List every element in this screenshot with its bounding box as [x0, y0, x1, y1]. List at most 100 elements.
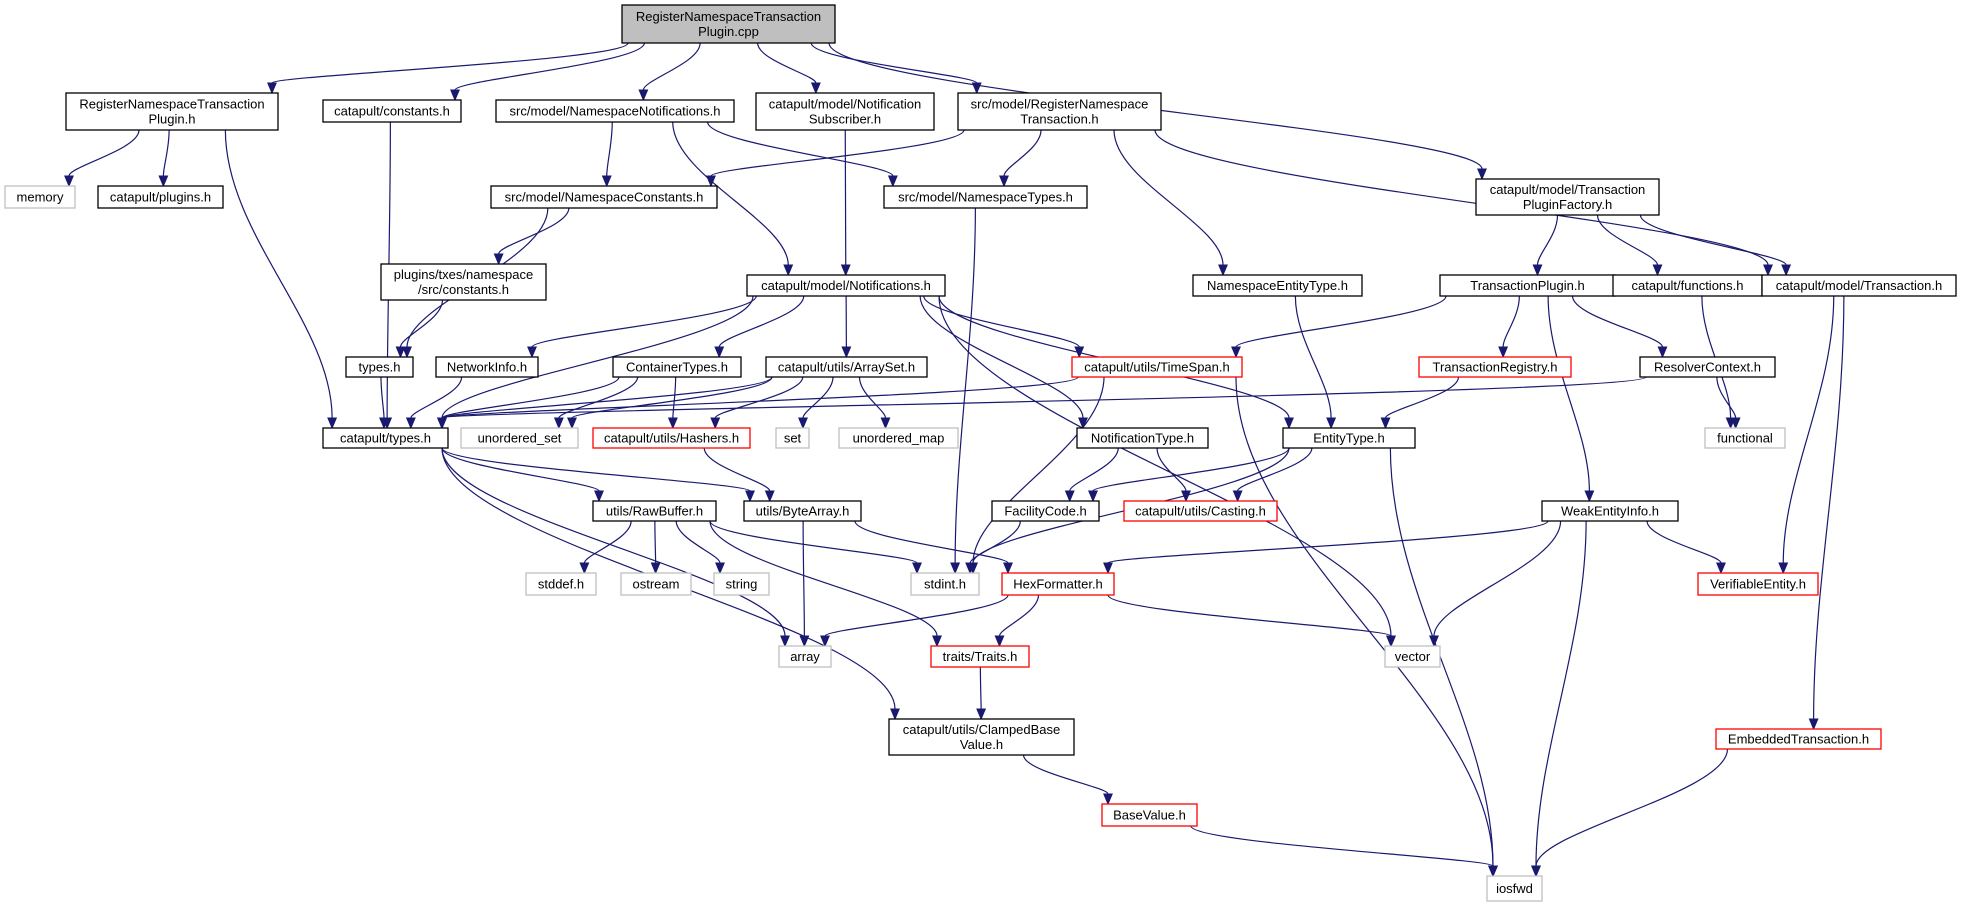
- node-label: utils/RawBuffer.h: [606, 504, 703, 519]
- edge-notifications_h-to-network_info: [527, 295, 757, 359]
- node-ns-notifications[interactable]: src/model/NamespaceNotifications.h: [495, 99, 735, 123]
- edge-line: [531, 295, 757, 348]
- arrowhead-icon: [714, 346, 725, 359]
- node-constants-h[interactable]: catapult/constants.h: [322, 99, 462, 123]
- node-label: vector: [1395, 649, 1431, 664]
- node-tx-registry[interactable]: TransactionRegistry.h: [1418, 356, 1572, 378]
- arrowhead-icon: [1584, 490, 1595, 503]
- arrowhead-icon: [553, 417, 564, 430]
- edge-line: [1384, 376, 1460, 419]
- nodes-layer: RegisterNamespaceTransactionPlugin.cppRe…: [4, 4, 1957, 902]
- node-time-span[interactable]: catapult/utils/TimeSpan.h: [1071, 356, 1243, 378]
- edge-line: [707, 121, 894, 177]
- edge-ns_entity_type-to-entity_type: [1294, 295, 1337, 430]
- node-raw-buffer[interactable]: utils/RawBuffer.h: [592, 500, 717, 522]
- edge-line: [1003, 129, 1042, 177]
- node-traits[interactable]: traits/Traits.h: [930, 645, 1030, 668]
- node-hex-formatter[interactable]: HexFormatter.h: [1001, 572, 1115, 596]
- node-txes-constants[interactable]: plugins/txes/namespace/src/constants.h: [380, 263, 547, 301]
- node-casting[interactable]: catapult/utils/Casting.h: [1123, 500, 1278, 522]
- edge-raw_buffer-to-stddef: [579, 520, 632, 575]
- arrowhead-icon: [1657, 346, 1668, 359]
- node-ns-constants[interactable]: src/model/NamespaceConstants.h: [490, 185, 718, 209]
- arrowhead-icon: [1064, 490, 1075, 503]
- node-types-h[interactable]: types.h: [345, 356, 414, 378]
- node-box: [775, 427, 810, 449]
- edge-line: [68, 129, 140, 177]
- edge-line: [1107, 520, 1549, 564]
- node-box: [97, 185, 224, 209]
- arrowhead-icon: [783, 264, 794, 277]
- node-plugins-h[interactable]: catapult/plugins.h: [97, 185, 224, 209]
- edge-line: [399, 299, 444, 348]
- node-box: [1076, 427, 1209, 449]
- arrowhead-icon: [601, 175, 612, 188]
- arrowhead-icon: [402, 346, 412, 359]
- node-label: PluginFactory.h: [1523, 197, 1612, 212]
- node-byte-array[interactable]: utils/ByteArray.h: [743, 500, 862, 522]
- node-label: memory: [17, 190, 64, 205]
- node-verifiable-entity[interactable]: VerifiableEntity.h: [1697, 572, 1819, 596]
- node-network-info[interactable]: NetworkInfo.h: [435, 356, 539, 378]
- node-label: NotificationType.h: [1091, 431, 1194, 446]
- edge-container_types-to-unordered_set: [553, 376, 639, 430]
- node-box: [910, 572, 980, 596]
- node-notifications-h[interactable]: catapult/model/Notifications.h: [746, 274, 946, 297]
- edge-line: [1113, 129, 1224, 266]
- edge-ns_notifications-to-ns_constants: [601, 121, 613, 188]
- edge-line: [979, 666, 982, 710]
- node-entity-type[interactable]: EntityType.h: [1282, 427, 1416, 449]
- arrowhead-icon: [887, 175, 898, 188]
- node-notif-type[interactable]: NotificationType.h: [1076, 427, 1209, 449]
- node-array-set[interactable]: catapult/utils/ArraySet.h: [765, 356, 928, 378]
- edge-line: [1813, 295, 1845, 720]
- node-hashers[interactable]: catapult/utils/Hashers.h: [592, 427, 751, 449]
- arrowhead-icon: [395, 346, 406, 359]
- node-label: BaseValue.h: [1113, 808, 1186, 823]
- node-label: catapult/model/Notifications.h: [761, 278, 931, 293]
- edge-entity_type-to-casting: [1232, 447, 1313, 503]
- node-facility-code[interactable]: FacilityCode.h: [991, 500, 1100, 522]
- node-functions-h[interactable]: catapult/functions.h: [1612, 274, 1763, 297]
- arrowhead-icon: [1231, 346, 1241, 359]
- edge-array_set-to-set: [798, 376, 834, 430]
- node-tx-plugin[interactable]: TransactionPlugin.h: [1439, 274, 1616, 297]
- node-box: [1639, 356, 1776, 378]
- arrowhead-icon: [1716, 562, 1726, 575]
- edge-notif_type-to-facility_code: [1064, 447, 1119, 503]
- arrowhead-icon: [965, 562, 976, 575]
- node-label: NamespaceEntityType.h: [1207, 278, 1348, 293]
- node-tx-plugin-factory[interactable]: catapult/model/TransactionPluginFactory.…: [1475, 178, 1660, 216]
- edge-line: [810, 42, 978, 84]
- arrowhead-icon: [567, 417, 577, 430]
- node-cat-types[interactable]: catapult/types.h: [322, 427, 449, 449]
- node-embedded-tx[interactable]: EmbeddedTransaction.h: [1715, 728, 1882, 750]
- node-label: catapult/utils/ArraySet.h: [778, 360, 915, 375]
- node-stddef: stddef.h: [525, 572, 597, 596]
- node-label: ResolverContext.h: [1654, 360, 1761, 375]
- node-memory: memory: [4, 185, 76, 209]
- edge-time_span-to-stdint: [968, 376, 1105, 575]
- node-reg-ns-tx[interactable]: src/model/RegisterNamespaceTransaction.h: [957, 92, 1162, 131]
- arrowhead-icon: [1652, 264, 1663, 277]
- edge-line: [802, 376, 834, 419]
- node-weak-entity[interactable]: WeakEntityInfo.h: [1541, 500, 1679, 522]
- node-label: src/model/NamespaceTypes.h: [898, 190, 1073, 205]
- arrowhead-icon: [715, 562, 725, 575]
- node-box: [743, 500, 862, 522]
- node-base-value[interactable]: BaseValue.h: [1101, 803, 1198, 827]
- node-resolver-ctx[interactable]: ResolverContext.h: [1639, 356, 1776, 378]
- edge-cat_types-to-array: [441, 447, 790, 648]
- node-transaction-h[interactable]: catapult/model/Transaction.h: [1761, 274, 1957, 297]
- node-container-types[interactable]: ContainerTypes.h: [612, 356, 742, 378]
- edge-reg_ns_tx-to-ns_constants: [706, 129, 965, 188]
- node-ns-types[interactable]: src/model/NamespaceTypes.h: [883, 185, 1088, 209]
- node-box: [1697, 572, 1819, 596]
- node-label: traits/Traits.h: [943, 649, 1018, 664]
- edge-line: [969, 520, 1021, 564]
- node-ns-entity-type[interactable]: NamespaceEntityType.h: [1192, 274, 1363, 297]
